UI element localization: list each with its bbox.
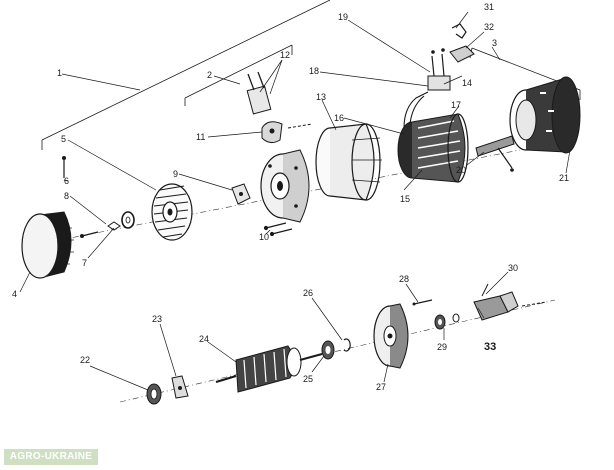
part-end-cover — [21, 211, 74, 279]
part-key-23 — [171, 375, 189, 399]
callout-32: 32 — [484, 22, 494, 32]
part-shaft-20 — [475, 135, 515, 172]
callout-14: 14 — [462, 78, 472, 88]
part-connector-12 — [246, 71, 272, 115]
watermark-logo: AGRO-UKRAINE — [4, 449, 98, 465]
part-washer-7b — [121, 211, 135, 229]
group-brackets — [41, 0, 581, 150]
part-key — [231, 183, 251, 205]
callout-7: 7 — [82, 258, 87, 268]
callout-6: 6 — [64, 176, 69, 186]
callout-26: 26 — [303, 288, 313, 298]
callout-25: 25 — [303, 374, 313, 384]
part-brush-holder — [261, 121, 313, 144]
callout-31: 31 — [484, 2, 494, 12]
callout-17: 17 — [451, 100, 461, 110]
part-washer-29b — [452, 313, 460, 323]
part-bearing-22 — [146, 383, 162, 405]
part-stator-band — [315, 123, 382, 201]
callout-2: 2 — [207, 70, 212, 80]
callout-5: 5 — [61, 134, 66, 144]
part-clip-8 — [107, 221, 121, 231]
callout-30: 30 — [508, 263, 518, 273]
callout-3: 3 — [492, 38, 497, 48]
part-screw-28 — [412, 299, 433, 306]
callout-15: 15 — [400, 194, 410, 204]
callout-13: 13 — [316, 92, 326, 102]
callout-numbers: 1 2 3 4 5 6 7 8 9 10 11 12 13 14 15 16 1… — [12, 2, 569, 392]
callout-28: 28 — [399, 274, 409, 284]
callout-10: 10 — [259, 232, 269, 242]
part-rotor-24 — [215, 345, 323, 393]
callout-4: 4 — [12, 289, 17, 299]
callout-29: 29 — [437, 342, 447, 352]
part-cap-32 — [449, 45, 475, 63]
part-screws-10 — [263, 222, 293, 237]
part-fan — [151, 183, 193, 241]
callout-24: 24 — [199, 334, 209, 344]
part-terminal-block — [427, 48, 451, 91]
part-bolt-7 — [80, 231, 99, 238]
part-wires-18 — [403, 91, 429, 129]
callout-23: 23 — [152, 314, 162, 324]
part-bearing-29a — [434, 314, 446, 330]
callout-8: 8 — [64, 191, 69, 201]
part-regulator — [473, 283, 547, 321]
callout-9: 9 — [173, 169, 178, 179]
part-clip-31 — [451, 23, 467, 39]
part-bearing-25 — [321, 340, 335, 360]
callout-22: 22 — [80, 355, 90, 365]
callout-20: 20 — [456, 165, 466, 175]
callout-33: 33 — [484, 341, 496, 353]
part-ring-26 — [343, 338, 351, 352]
part-screw-6 — [62, 156, 66, 178]
callout-1: 1 — [57, 68, 62, 78]
part-rear-shield — [373, 303, 409, 369]
callout-16: 16 — [334, 113, 344, 123]
callout-11: 11 — [196, 132, 205, 142]
leader-lines — [19, 11, 571, 391]
callout-12: 12 — [280, 50, 290, 60]
part-stator-core — [397, 113, 469, 183]
callout-21: 21 — [559, 173, 569, 183]
callout-19: 19 — [338, 12, 348, 22]
callout-18: 18 — [309, 66, 319, 76]
part-front-shield — [260, 149, 310, 223]
callout-27: 27 — [376, 382, 386, 392]
part-housing — [509, 76, 581, 154]
